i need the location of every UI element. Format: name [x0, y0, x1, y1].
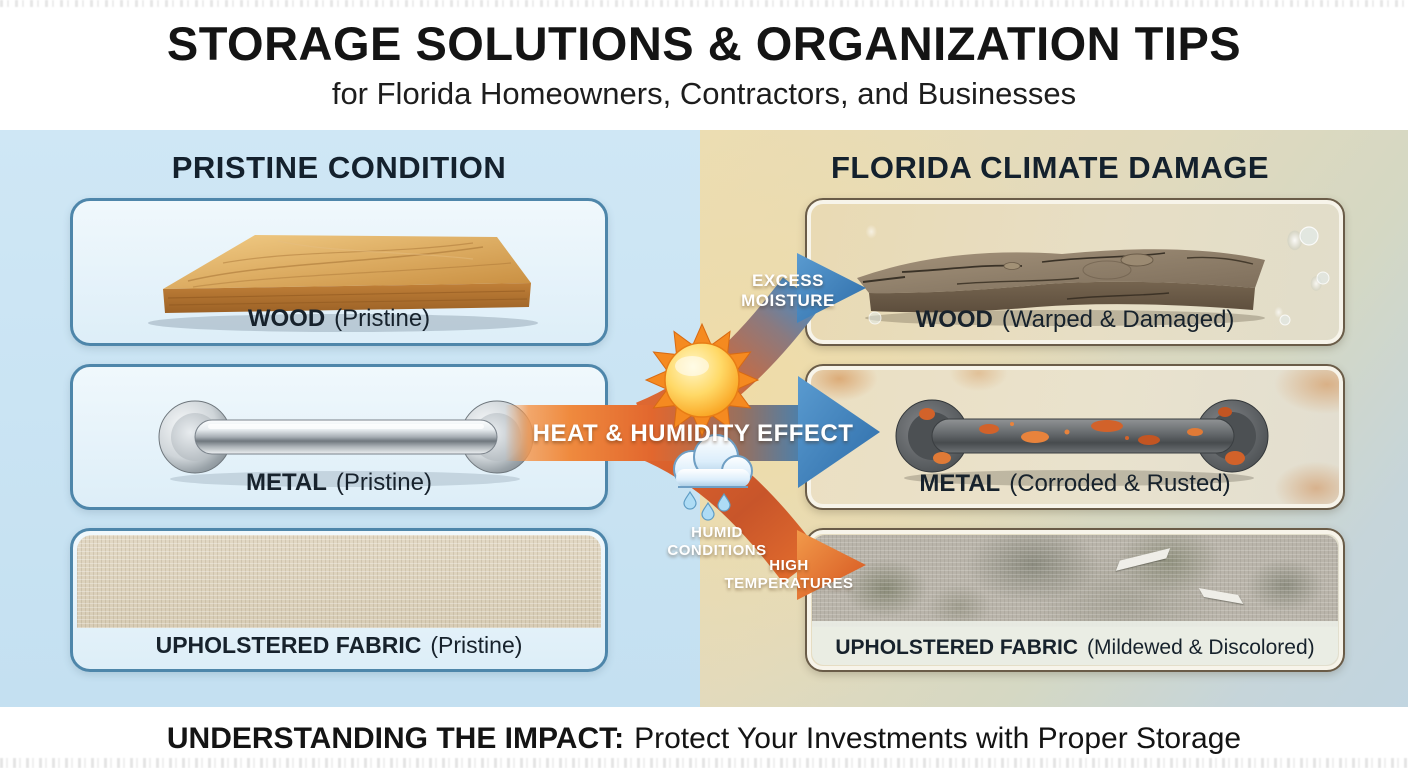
fabric-damaged-card: UPHOLSTERED FABRIC (Mildewed & Discolored…: [805, 528, 1345, 672]
humid-line2: CONDITIONS: [667, 541, 767, 559]
raindrop-icon: [683, 490, 731, 521]
wood-pristine-card: WOOD (Pristine): [70, 198, 608, 346]
footer: UNDERSTANDING THE IMPACT: Protect Your In…: [0, 707, 1408, 768]
excess-line1: EXCESS: [752, 271, 824, 290]
humid-line1: HUMID: [691, 524, 743, 541]
wood-damaged-illustration: [857, 226, 1330, 326]
excess-line2: MOISTURE: [741, 291, 835, 311]
high-temperatures-label: HIGH TEMPERATURES: [700, 557, 878, 592]
fabric-tear: [1115, 548, 1171, 572]
footer-emphasis: UNDERSTANDING THE IMPACT:: [166, 722, 625, 755]
material-name: WOOD: [247, 305, 326, 332]
wood-damaged-label: WOOD (Warped & Damaged): [807, 306, 1343, 334]
pristine-panel-heading: PRISTINE CONDITION: [171, 150, 507, 185]
wood-damaged-card: WOOD (Warped & Damaged): [805, 198, 1345, 346]
fabric-tear: [1198, 588, 1244, 605]
fabric-pristine-label: UPHOLSTERED FABRIC (Pristine): [73, 632, 605, 659]
material-name: METAL: [919, 470, 1001, 497]
material-name: UPHOLSTERED FABRIC: [155, 632, 422, 658]
metal-damaged-illustration: [895, 399, 1269, 486]
material-name: WOOD: [915, 306, 993, 333]
footer-rest: Protect Your Investments with Proper Sto…: [634, 722, 1242, 755]
page-subtitle: for Florida Homeowners, Contractors, and…: [331, 76, 1077, 111]
fabric-pristine-swatch: [77, 535, 601, 628]
header: STORAGE SOLUTIONS & ORGANIZATION TIPS fo…: [0, 0, 1408, 130]
hightemp-line2: TEMPERATURES: [724, 574, 854, 592]
rain-cloud-icon: [673, 434, 753, 521]
humid-conditions-label: HUMID CONDITIONS: [640, 524, 794, 559]
rust-patches: [919, 407, 1245, 465]
material-condition: (Pristine): [335, 469, 432, 496]
climate-effect-arrows: [505, 253, 880, 600]
material-name: UPHOLSTERED FABRIC: [835, 636, 1079, 659]
top-edge-artifact: [0, 0, 1408, 7]
metal-damaged-label: METAL (Corroded & Rusted): [807, 470, 1343, 498]
sun-icon: [644, 322, 760, 438]
bottom-edge-artifact: [0, 758, 1408, 768]
footer-message: UNDERSTANDING THE IMPACT: Protect Your In…: [0, 722, 1408, 756]
material-condition: (Warped & Damaged): [1001, 306, 1235, 333]
wood-pristine-label: WOOD (Pristine): [73, 305, 605, 333]
hightemp-line1: HIGH: [769, 557, 809, 574]
water-droplet-icon: [868, 226, 1330, 326]
material-name: METAL: [246, 469, 327, 496]
material-condition: (Mildewed & Discolored): [1087, 636, 1315, 659]
metal-pristine-label: METAL (Pristine): [73, 469, 605, 497]
fabric-damaged-swatch: [812, 535, 1338, 627]
metal-damaged-card: METAL (Corroded & Rusted): [805, 364, 1345, 510]
fabric-damaged-label: UPHOLSTERED FABRIC (Mildewed & Discolored…: [807, 636, 1343, 660]
material-condition: (Corroded & Rusted): [1009, 470, 1231, 497]
page-title: STORAGE SOLUTIONS & ORGANIZATION TIPS: [166, 17, 1242, 70]
comparison-area: PRISTINE CONDITION FLORIDA CLIMATE DAMAG…: [0, 130, 1408, 707]
heat-humidity-arrow: [505, 376, 880, 488]
fabric-damaged-label-band: [812, 621, 1338, 665]
material-condition: (Pristine): [334, 305, 431, 332]
heat-humidity-label: HEAT & HUMIDITY EFFECT: [532, 420, 854, 447]
excess-moisture-label: EXCESS MOISTURE: [700, 271, 876, 311]
wood-pristine-illustration: [148, 235, 538, 332]
damage-panel-heading: FLORIDA CLIMATE DAMAGE: [830, 150, 1270, 185]
material-condition: (Pristine): [430, 632, 523, 658]
fabric-pristine-card: UPHOLSTERED FABRIC (Pristine): [70, 528, 608, 672]
